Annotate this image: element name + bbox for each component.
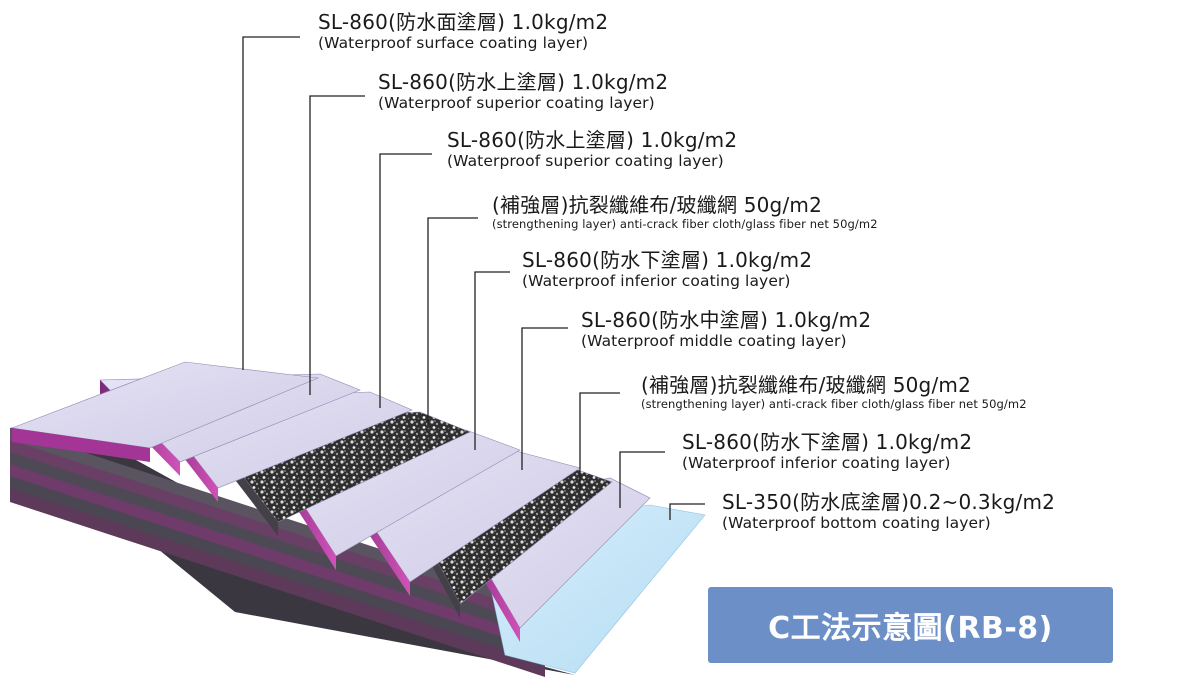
layer-title: (補強層)抗裂纖維布/玻纖網 50g/m2 [492, 193, 822, 217]
leader-lines [242, 36, 705, 520]
leader-line-7 [619, 451, 665, 508]
layer-title: SL-860(防水上塗層) 1.0kg/m2 [378, 70, 669, 94]
leader-line-5 [521, 327, 568, 470]
layer-title: SL-860(防水下塗層) 1.0kg/m2 [682, 430, 973, 454]
layer-label-3: (補強層)抗裂纖維布/玻纖網 50g/m2(strengthening laye… [492, 193, 878, 232]
leader-line-4 [474, 271, 510, 450]
method-badge: C工法示意圖(RB-8) [708, 587, 1113, 663]
layer-description: (Waterproof bottom coating layer) [722, 514, 991, 532]
layer-description: (strengthening layer) anti-crack fiber c… [641, 397, 1027, 411]
layer-label-2: SL-860(防水上塗層) 1.0kg/m2(Waterproof superi… [447, 128, 737, 171]
layer-title: SL-860(防水上塗層) 1.0kg/m2 [447, 128, 738, 152]
layer-description: (Waterproof middle coating layer) [581, 332, 847, 350]
base-band-4 [10, 476, 545, 665]
layer-title: (補強層)抗裂纖維布/玻纖網 50g/m2 [641, 373, 971, 397]
leader-line-0 [242, 36, 300, 370]
layer-label-5: SL-860(防水中塗層) 1.0kg/m2(Waterproof middle… [581, 308, 871, 351]
layer-title: SL-860(防水面塗層) 1.0kg/m2 [318, 10, 609, 34]
leader-line-1 [309, 95, 365, 395]
layer-description: (Waterproof inferior coating layer) [522, 272, 791, 290]
layer-label-7: SL-860(防水下塗層) 1.0kg/m2(Waterproof inferi… [682, 430, 972, 473]
layer-description: (Waterproof inferior coating layer) [682, 454, 951, 472]
leader-line-8 [669, 503, 705, 520]
leader-line-2 [379, 153, 432, 408]
base-band-3 [10, 464, 545, 653]
layer-label-0: SL-860(防水面塗層) 1.0kg/m2(Waterproof surfac… [318, 10, 608, 53]
layer-label-8: SL-350(防水底塗層)0.2~0.3kg/m2(Waterproof bot… [722, 490, 1055, 533]
layer-label-4: SL-860(防水下塗層) 1.0kg/m2(Waterproof inferi… [522, 248, 812, 291]
leader-line-3 [427, 217, 478, 425]
layer-title: SL-860(防水中塗層) 1.0kg/m2 [581, 308, 872, 332]
strip-surface-edge [12, 428, 150, 462]
leader-line-6 [579, 392, 620, 490]
layer-description: (strengthening layer) anti-crack fiber c… [492, 217, 878, 231]
base-band-5 [10, 488, 545, 677]
layer-description: (Waterproof surface coating layer) [318, 34, 589, 52]
layer-title: SL-860(防水下塗層) 1.0kg/m2 [522, 248, 813, 272]
layers-group [10, 361, 706, 677]
layer-description: (Waterproof superior coating layer) [378, 94, 655, 112]
layer-label-1: SL-860(防水上塗層) 1.0kg/m2(Waterproof superi… [378, 70, 668, 113]
layer-label-6: (補強層)抗裂纖維布/玻纖網 50g/m2(strengthening laye… [641, 373, 1027, 412]
layer-title: SL-350(防水底塗層)0.2~0.3kg/m2 [722, 490, 1056, 514]
layer-description: (Waterproof superior coating layer) [447, 152, 724, 170]
base-band-2 [10, 452, 545, 641]
